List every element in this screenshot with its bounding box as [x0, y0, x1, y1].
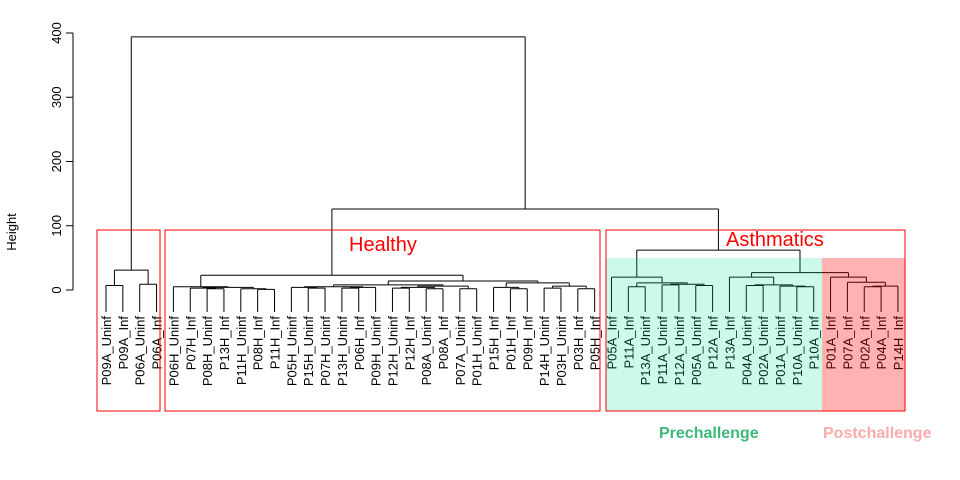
leaf-label: P05H_Uninf — [284, 316, 299, 386]
leaf-label: P03H_Uninf — [554, 316, 569, 386]
leaf-label: P11H_Inf — [268, 316, 283, 370]
leaf-label: P01A_Inf — [824, 316, 839, 370]
healthy-box — [164, 229, 601, 412]
leaf-label: P08A_Inf — [436, 316, 451, 370]
postchallenge-annotation: Postchallenge — [823, 425, 932, 442]
leaf-label: P01H_Uninf — [470, 316, 485, 386]
leaf-label: P09H_Uninf — [369, 316, 384, 386]
leaf-label: P07H_Inf — [183, 316, 198, 371]
leaf-label: P07A_Uninf — [453, 316, 468, 386]
leaf-label: P05A_Inf — [605, 316, 620, 370]
asthmatics-annotation: Asthmatics — [726, 229, 824, 251]
leaf-label: P15H_Inf — [487, 316, 502, 371]
y-axis: 0 100 200 300 400 — [49, 22, 74, 294]
leaf-label: P06H_Inf — [352, 316, 367, 371]
leaf-label: P13A_Uninf — [638, 316, 653, 386]
leaf-label: P12H_Inf — [402, 316, 417, 371]
leaf-label: P13H_Inf — [217, 316, 232, 371]
leaf-label: P12A_Inf — [706, 316, 721, 370]
leaf-label: P06A_Uninf — [133, 316, 148, 386]
group-box-p06-p09 — [96, 229, 161, 412]
leaf-label: P04A_Uninf — [739, 316, 754, 386]
leaf-label: P12H_Uninf — [385, 316, 400, 386]
leaf-label: P05H_Inf — [588, 316, 603, 371]
asthmatics-box — [605, 229, 906, 412]
y-tick-label: 300 — [49, 86, 64, 108]
y-tick-label: 200 — [49, 151, 64, 173]
prechallenge-annotation: Prechallenge — [659, 425, 759, 442]
y-axis-label: Height — [4, 213, 19, 251]
leaf-label: P11A_Inf — [621, 316, 636, 369]
leaf-label: P02A_Uninf — [756, 316, 771, 386]
y-tick-label: 0 — [49, 286, 64, 293]
leaf-label: P08A_Uninf — [419, 316, 434, 386]
leaf-label: P13A_Inf — [722, 316, 737, 370]
leaf-label: P11H_Uninf — [234, 316, 249, 386]
dendrogram-tree — [105, 36, 899, 312]
leaf-label: P09A_Inf — [116, 316, 131, 370]
leaf-label: P01A_Uninf — [773, 316, 788, 386]
y-tick-label: 400 — [49, 22, 64, 44]
leaf-label: P14H_Inf — [891, 316, 906, 371]
leaf-label: P09A_Uninf — [99, 316, 114, 386]
y-tick-label: 100 — [49, 215, 64, 237]
leaf-label: P08H_Inf — [251, 316, 266, 371]
healthy-annotation: Healthy — [349, 234, 417, 256]
leaf-label: P12A_Uninf — [672, 316, 687, 386]
leaf-label: P05A_Uninf — [689, 316, 704, 386]
leaf-label: P02A_Inf — [857, 316, 872, 370]
prechallenge-region — [606, 258, 822, 411]
leaf-label: P06H_Uninf — [166, 316, 181, 386]
leaf-label: P04A_Inf — [874, 316, 889, 370]
postchallenge-region — [822, 258, 905, 411]
leaf-label: P10A_Inf — [807, 316, 822, 370]
leaf-label: P10A_Uninf — [790, 316, 805, 386]
leaf-label: P08H_Uninf — [200, 316, 215, 386]
leaf-label: P09H_Inf — [520, 316, 535, 371]
leaf-label: P07A_Inf — [840, 316, 855, 370]
leaf-label: P15H_Uninf — [301, 316, 316, 386]
leaf-label: P07H_Uninf — [318, 316, 333, 386]
leaf-label: P06A_Inf — [150, 316, 165, 370]
leaf-label: P03H_Inf — [571, 316, 586, 371]
leaf-label: P11A_Uninf — [655, 316, 670, 385]
leaf-label: P14H_Uninf — [537, 316, 552, 386]
leaf-label: P01H_Inf — [503, 316, 518, 371]
leaf-label: P13H_Uninf — [335, 316, 350, 386]
